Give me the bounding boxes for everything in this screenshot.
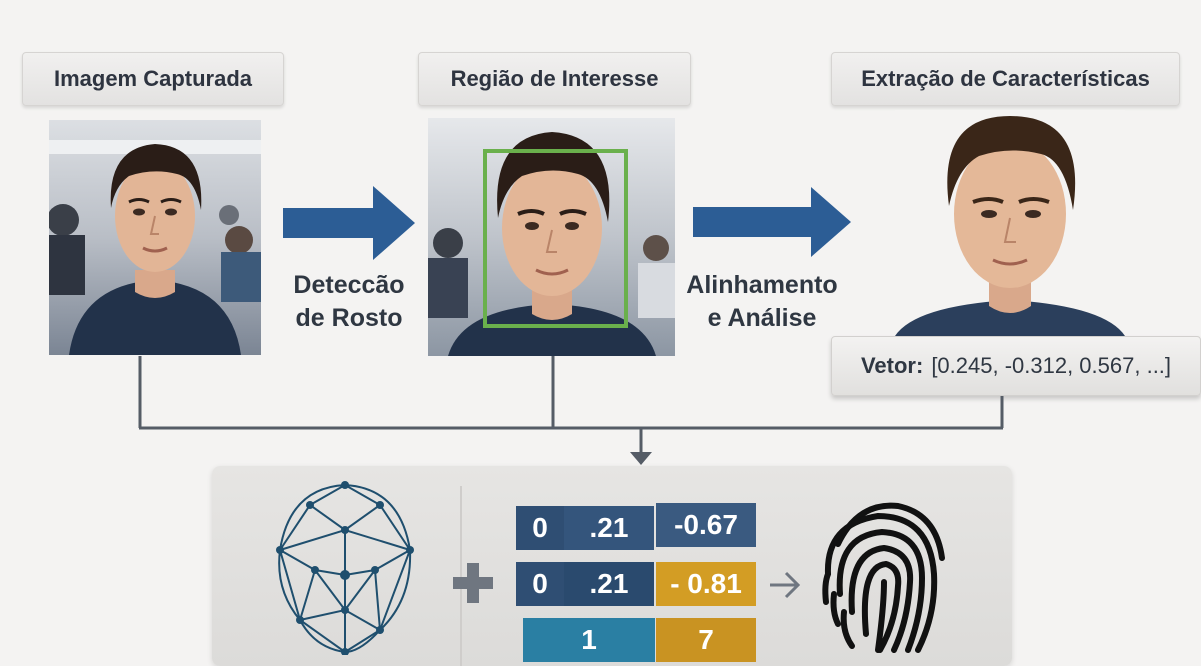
arrow-alignment [693,187,851,257]
aligned-face-photo [895,110,1125,336]
label-captured-image: Imagem Capturada [22,52,284,106]
matrix-cell-r1c3: -0.67 [656,503,756,547]
step-alignment-line2: e Análise [707,304,817,332]
matrix-cell-r1c1: 0 [516,506,564,550]
fingerprint-icon [822,502,945,653]
step-alignment-analysis: Alinhamento e Análise [672,269,852,335]
step-alignment-line1: Alinhamento [686,271,838,299]
label-feature-extraction: Extração de Características [831,52,1180,106]
label-region-of-interest: Região de Interesse [418,52,691,106]
arrow-detection [283,186,415,260]
matrix-cell-r2c2: .21 [564,562,654,606]
arrow-right-icon [770,571,801,599]
connector-arrowhead [630,452,652,465]
matrix-cell-r2c3: - 0.81 [656,562,756,606]
panel-divider [460,486,462,666]
step-face-detection: Deteccão de Rosto [274,269,424,335]
plus-icon [453,563,493,603]
step-detection-line2: de Rosto [295,304,403,332]
matrix-cell-r3c3: 7 [656,618,756,662]
matrix-cell-r2c1: 0 [516,562,564,606]
roi-photo [428,118,675,356]
step-detection-line1: Deteccão [293,271,405,299]
roi-detection-box [483,149,628,328]
vector-value: [0.245, -0.312, 0.567, ...] [931,353,1172,378]
captured-photo [49,120,261,355]
label-captured-text: Imagem Capturada [53,66,253,91]
label-features-text: Extração de Características [861,66,1150,91]
feature-vector-box: Vetor: [0.245, -0.312, 0.567, ...] [831,336,1201,396]
label-roi-text: Região de Interesse [450,66,659,91]
matrix-cell-r3c2: 1 [523,618,655,662]
matrix-cell-r1c2: .21 [564,506,654,550]
vector-key: Vetor: [860,353,924,378]
face-mesh-icon [276,481,414,655]
